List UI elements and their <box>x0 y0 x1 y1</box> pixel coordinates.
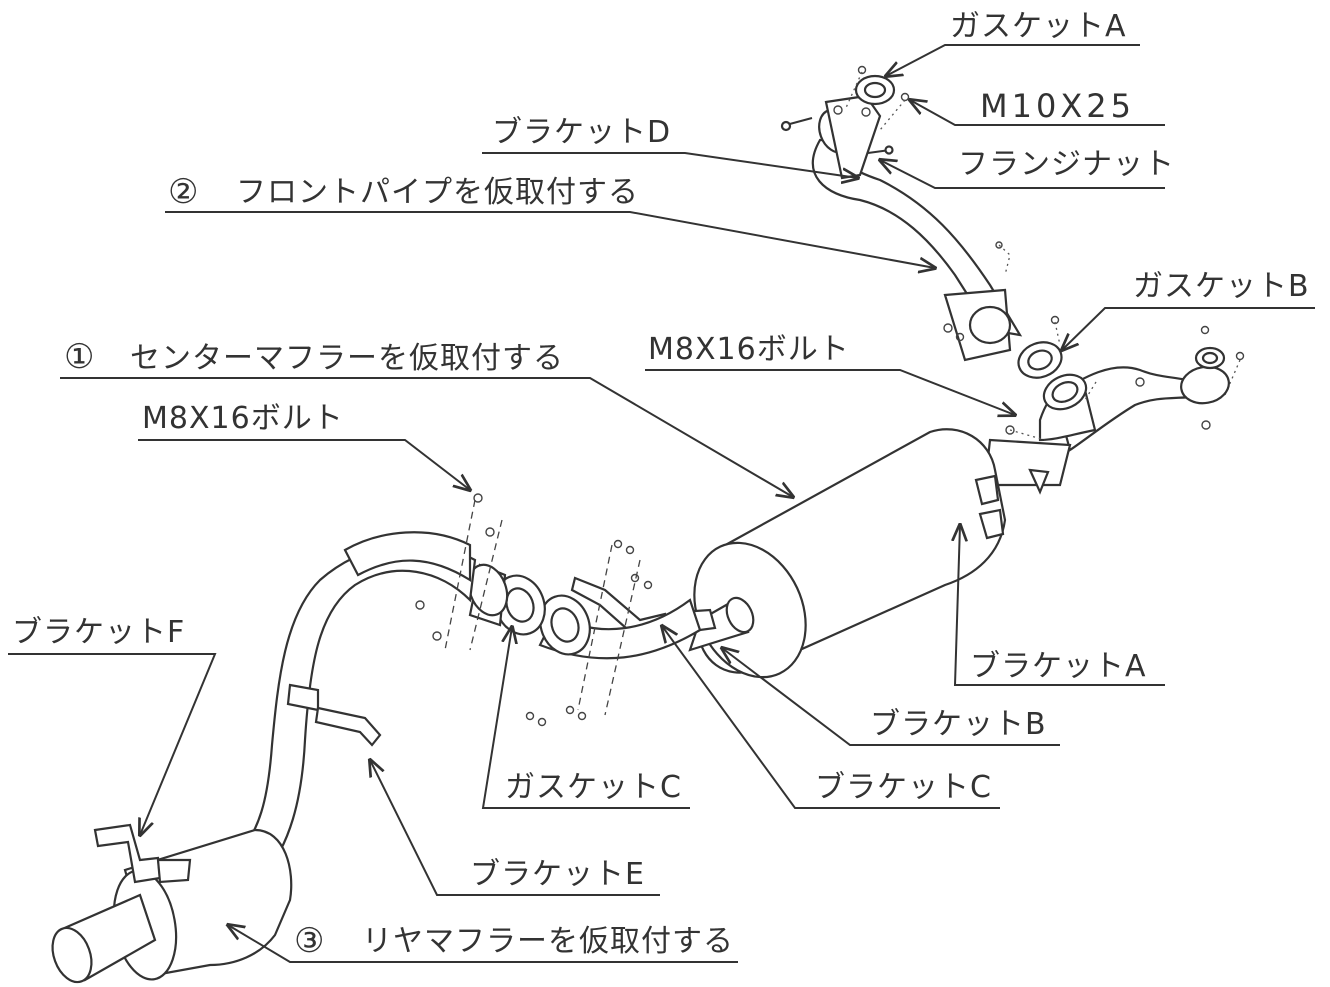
label-bracket-e: ブラケットE <box>470 857 645 892</box>
center-muffler <box>688 346 1230 679</box>
label-step1: センターマフラーを仮取付する <box>130 341 564 376</box>
label-step3: リヤマフラーを仮取付する <box>362 924 734 959</box>
label-bracket-c: ブラケットC <box>815 770 992 805</box>
hardware-lines <box>415 377 1211 727</box>
label-gasket-a: ガスケットA <box>950 9 1127 44</box>
label-bracket-a: ブラケットA <box>970 649 1147 684</box>
label-bracket-b: ブラケットB <box>870 707 1047 742</box>
label-step2-number: ② <box>168 172 200 212</box>
label-step3-number: ③ <box>294 921 326 961</box>
leader-lines <box>8 44 1315 963</box>
label-gasket-c: ガスケットC <box>505 770 682 805</box>
label-flange-nut: フランジナット <box>958 147 1175 182</box>
label-bracket-f: ブラケットF <box>12 615 186 650</box>
label-gasket-b: ガスケットB <box>1133 269 1310 304</box>
mid-pipe <box>467 563 702 660</box>
label-m8x16-upper: M8X16ボルト <box>648 332 850 367</box>
label-bracket-d: ブラケットD <box>492 115 672 150</box>
gasket-a <box>844 65 910 131</box>
front-pipe <box>811 94 1023 362</box>
label-step2: フロントパイプを仮取付する <box>236 175 639 210</box>
label-m10x25: M10X25 <box>980 87 1135 125</box>
rear-muffler <box>51 823 293 984</box>
label-step1-number: ① <box>64 337 96 377</box>
rear-pipe <box>233 531 477 880</box>
bolts-front-flange <box>780 117 1011 342</box>
label-m8x16-left: M8X16ボルト <box>142 401 344 436</box>
